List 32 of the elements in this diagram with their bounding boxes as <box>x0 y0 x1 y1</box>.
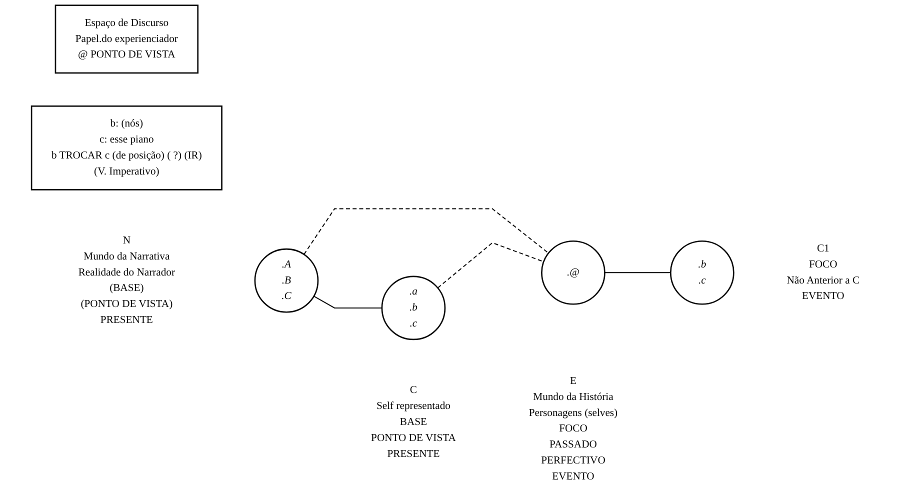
node-circle: .a .b .c <box>381 276 446 340</box>
node-label: PRESENTE <box>100 314 153 326</box>
node-label: FOCO <box>559 423 588 434</box>
node-label: C <box>410 384 418 396</box>
node-label: EVENTO <box>552 470 594 482</box>
node-label: FOCO <box>808 258 838 270</box>
node-circle: .@ <box>541 240 606 305</box>
node-label: PERFECTIVO <box>541 454 606 466</box>
node-box: b: (nós) c: esse piano b TROCAR c (de posição) ( ?) (IR) (V. Imperativo) <box>30 105 222 190</box>
node-circle: .A .B .C <box>254 248 319 313</box>
node-box: Espaço de Discurso Papel.do experienciador @ PONTO DE VISTA <box>54 4 199 74</box>
node-label: C1 <box>816 242 830 254</box>
node-label: BASE <box>400 416 428 428</box>
node-label: Mundo da História <box>533 391 614 402</box>
node-circle: .b .c <box>670 240 734 305</box>
connector <box>304 208 549 255</box>
node-label: PONTO DE VISTA <box>371 432 456 444</box>
node-label: Mundo da Narrativa <box>84 250 170 262</box>
node-label: EVENTO <box>802 290 844 302</box>
node-label: N <box>122 234 131 246</box>
node-label: Realidade do Narrador <box>78 266 175 278</box>
node-label: (BASE) <box>110 282 144 294</box>
node-label: E <box>570 375 576 387</box>
connector <box>313 296 382 308</box>
node-label: Personagens (selves) <box>528 407 618 418</box>
node-label: Não Anterior a C <box>786 274 860 286</box>
node-label: PASSADO <box>550 438 597 450</box>
node-label: (PONTO DE VISTA) <box>80 298 173 310</box>
connector <box>437 242 544 288</box>
connector <box>604 272 672 274</box>
node-label: PRESENTE <box>387 448 440 460</box>
node-label: Self representado <box>376 400 450 412</box>
